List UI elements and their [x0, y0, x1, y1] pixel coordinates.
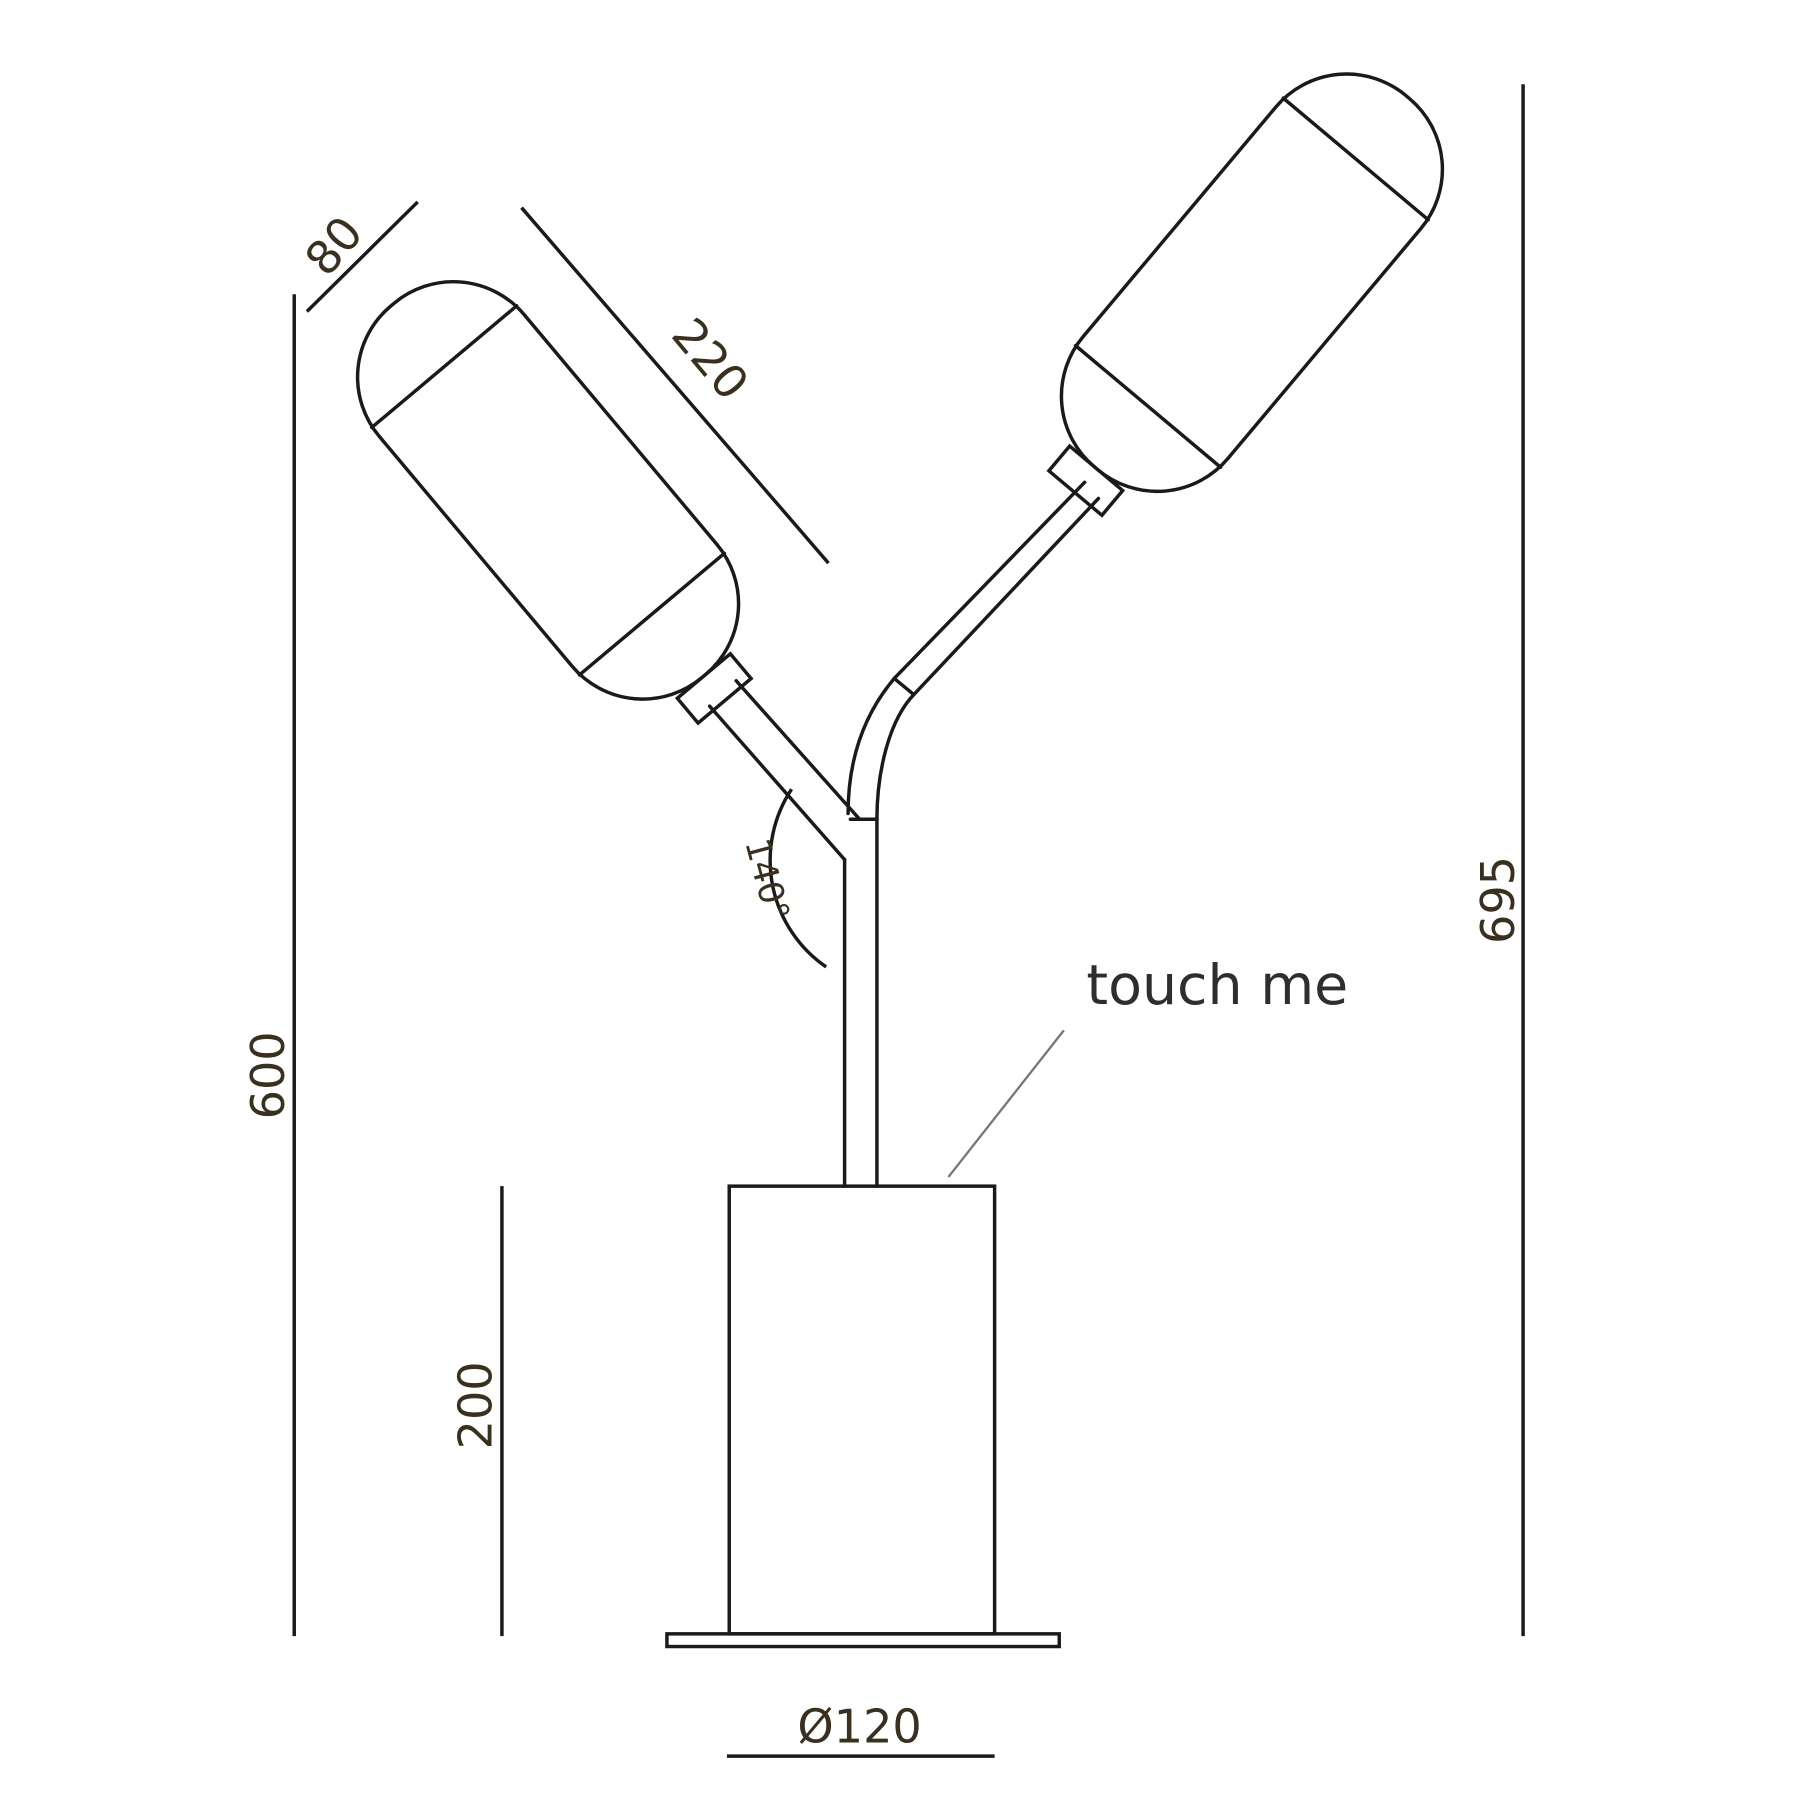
- label-600: 600: [241, 1031, 295, 1119]
- base-cylinder: [727, 1184, 997, 1636]
- left-lamp-shade: [355, 279, 754, 726]
- touch-leader-line: [947, 1029, 1065, 1178]
- base-plate: [665, 1632, 1061, 1649]
- right-lamp-shade: [1046, 72, 1445, 518]
- label-120: Ø120: [797, 1699, 921, 1753]
- label-220: 220: [661, 308, 759, 410]
- touch-me-label: touch me: [1086, 954, 1348, 1018]
- stem: [707, 480, 1101, 1188]
- angle-arc: [768, 788, 828, 969]
- label-80: 80: [294, 206, 373, 286]
- label-695: 695: [1471, 856, 1525, 944]
- label-angle: 140°: [736, 834, 796, 925]
- dim-line-80: [305, 200, 419, 313]
- label-200: 200: [449, 1361, 503, 1449]
- dim-line-220: [520, 206, 830, 565]
